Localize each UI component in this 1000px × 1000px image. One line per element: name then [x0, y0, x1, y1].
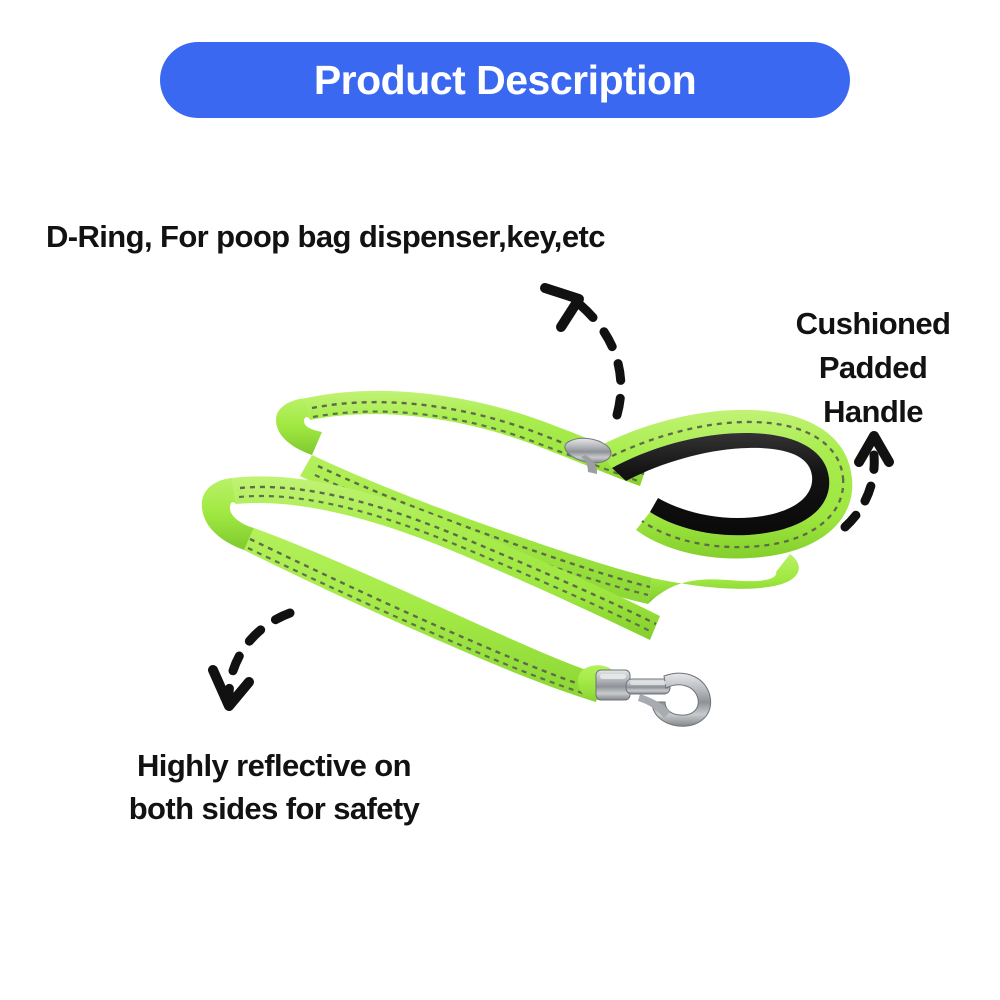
page-title: Product Description: [313, 56, 697, 103]
padded-handle-loop: [596, 409, 853, 559]
callout-label-cushioned-handle: Cushioned Padded Handle: [762, 302, 984, 434]
reflective-stitch-line: [239, 485, 657, 626]
callout-handle-line3: Handle: [823, 394, 923, 430]
callout-reflective-line1: Highly reflective on: [137, 748, 412, 783]
leash-right-turn: [648, 554, 799, 604]
callout-reflective-line2: both sides for safety: [128, 790, 420, 826]
webbing-fold-upper-left: [276, 398, 322, 455]
webbing-fold-right: [648, 554, 799, 604]
d-ring: [564, 437, 612, 474]
callout-label-d-ring: D-Ring, For poop bag dispenser,key,etc: [46, 219, 605, 256]
d-ring-tail: [581, 455, 598, 474]
handle-webbing: [596, 409, 853, 559]
hook-gate-lever: [638, 694, 670, 718]
hook-highlight: [600, 674, 626, 679]
header-banner: Product Description: [160, 42, 850, 118]
callout-label-reflective: Highly reflective on both sides for safe…: [74, 745, 474, 831]
callout-handle-line2: Padded: [818, 350, 928, 386]
d-ring-body: [564, 437, 612, 464]
hook-highlight: [630, 681, 666, 685]
leash-lower-loop: [201, 476, 660, 702]
callout-d-ring-text: D-Ring, For poop bag dispenser,key,etc: [46, 219, 605, 254]
reflective-stitch-line: [641, 477, 845, 549]
reflective-stitch-line: [238, 494, 653, 633]
webbing-segment-lower-top: [232, 476, 660, 640]
reflective-stitch-line: [611, 420, 845, 479]
swivel-snap-hook: [578, 665, 712, 727]
callout-handle-line1: Cushioned: [795, 306, 951, 341]
reflective-stitch-line: [312, 410, 642, 484]
reflective-stitch-line: [311, 400, 645, 476]
webbing-fold-lower-left: [201, 478, 254, 550]
handle-cushion-padding: [612, 432, 830, 536]
webbing-segment-lower-bottom: [244, 528, 604, 702]
